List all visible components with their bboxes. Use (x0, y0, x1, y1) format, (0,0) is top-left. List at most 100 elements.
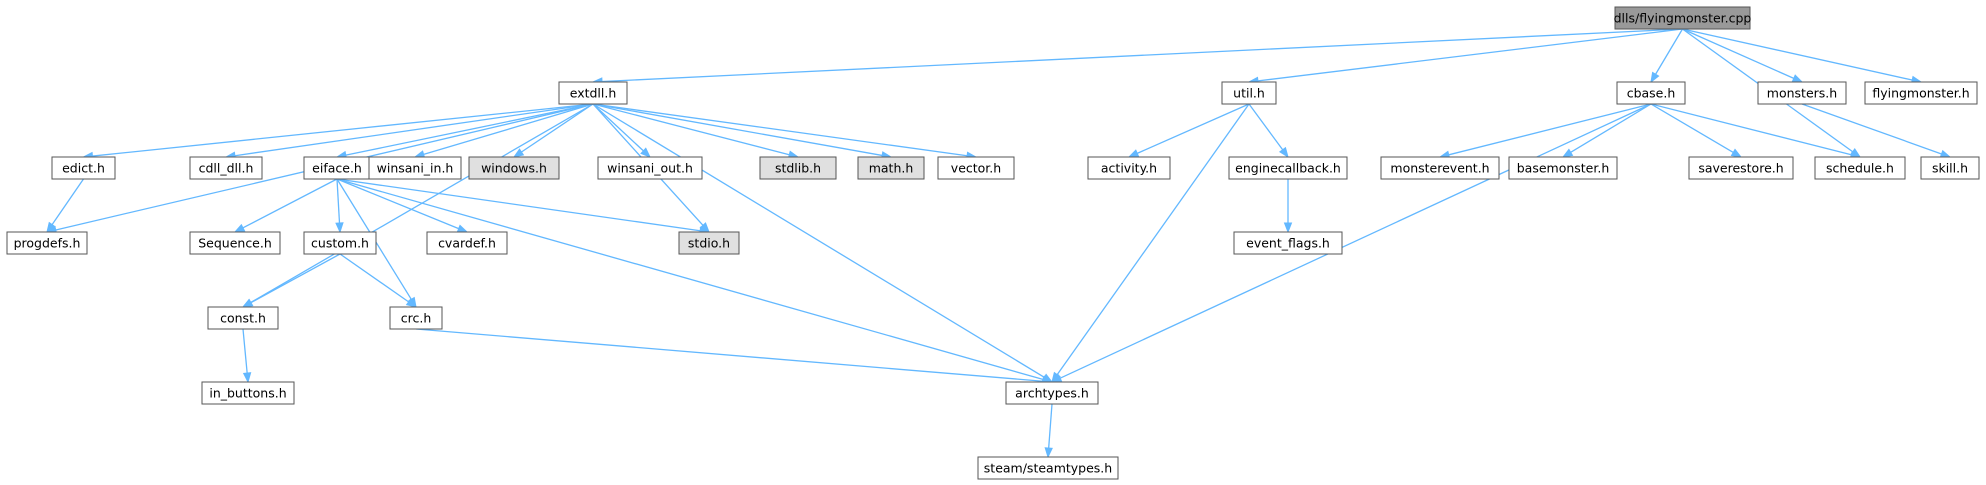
edge-line (592, 103, 1045, 378)
edge-cbase-to-schedule (1650, 103, 1862, 159)
edge-line (1056, 103, 1250, 376)
node-label: cvardef.h (438, 236, 496, 251)
node-label: schedule.h (1826, 161, 1894, 176)
node-winsani-out[interactable]: winsani_out.h (597, 156, 703, 180)
node-label: edict.h (62, 161, 105, 176)
node-in-buttons[interactable]: in_buttons.h (201, 381, 295, 405)
node-label: custom.h (311, 236, 369, 251)
edge-arrowhead (1044, 447, 1053, 459)
node-enginecallback[interactable]: enginecallback.h (1228, 156, 1348, 180)
node-label: vector.h (951, 161, 1001, 176)
node-cvardef[interactable]: cvardef.h (426, 231, 508, 255)
edge-arrowhead (1650, 71, 1660, 84)
edge-line (592, 103, 790, 156)
edge-extdll-to-winsani_out (592, 103, 652, 158)
node-label: in_buttons.h (209, 386, 286, 401)
edge-line (234, 103, 594, 157)
node-sequence[interactable]: Sequence.h (189, 231, 281, 255)
node-label: saverestore.h (1698, 161, 1783, 176)
edge-cbase-to-archtypes (1050, 103, 1652, 383)
node-label: event_flags.h (1246, 236, 1330, 251)
node-box (1814, 156, 1906, 180)
node-label: skill.h (1932, 161, 1968, 176)
node-box (389, 306, 443, 330)
node-skill[interactable]: skill.h (1920, 156, 1980, 180)
edge-crc-to-archtypes (415, 328, 1054, 386)
node-windows: windows.h (468, 156, 560, 180)
node-stdlib: stdlib.h (759, 156, 837, 180)
node-box (1757, 81, 1847, 105)
edge-extdll-to-stdlib (592, 103, 800, 159)
node-box (1087, 156, 1171, 180)
node-monsters[interactable]: monsters.h (1757, 81, 1847, 105)
edge-archtypes-to-steamtypes (1044, 403, 1053, 459)
edge-line (339, 253, 409, 303)
node-cbase[interactable]: cbase.h (1616, 81, 1686, 105)
node-archtypes[interactable]: archtypes.h (1005, 381, 1099, 405)
node-schedule[interactable]: schedule.h (1814, 156, 1906, 180)
node-label: basemonster.h (1517, 161, 1610, 176)
node-box (368, 156, 462, 180)
node-root[interactable]: dlls/flyingmonster.cpp (1614, 6, 1752, 30)
edge-line (51, 178, 85, 225)
node-label: dlls/flyingmonster.cpp (1614, 11, 1752, 26)
edge-root-to-flyingmonster (1682, 28, 1923, 85)
node-extdll[interactable]: extdll.h (558, 81, 628, 105)
edge-line (336, 178, 1044, 381)
edge-root-to-util (1247, 28, 1683, 86)
edge-enginecallback-to-event_flags (1283, 179, 1293, 234)
node-cdll-dll[interactable]: cdll_dll.h (189, 156, 263, 180)
edge-line (250, 253, 341, 304)
edge-line (1448, 103, 1652, 156)
node-saverestore[interactable]: saverestore.h (1688, 156, 1794, 180)
node-crc[interactable]: crc.h (389, 306, 443, 330)
node-event-flags[interactable]: event_flags.h (1233, 231, 1343, 255)
node-monsterevent[interactable]: monsterevent.h (1380, 156, 1500, 180)
node-label: crc.h (401, 311, 432, 326)
node-edict[interactable]: edict.h (51, 156, 116, 180)
node-box (201, 381, 295, 405)
node-label: monsterevent.h (1390, 161, 1489, 176)
node-label: Sequence.h (198, 236, 272, 251)
node-basemonster[interactable]: basemonster.h (1508, 156, 1618, 180)
node-util[interactable]: util.h (1221, 81, 1277, 105)
edge-line (1682, 28, 1913, 81)
node-custom[interactable]: custom.h (303, 231, 377, 255)
node-label: archtypes.h (1015, 386, 1089, 401)
node-box (1688, 156, 1794, 180)
edge-arrowhead (405, 298, 418, 308)
node-label: windows.h (481, 161, 547, 176)
edge-util-to-enginecallback (1248, 103, 1289, 159)
node-box (977, 456, 1119, 480)
edge-arrowhead (1278, 146, 1289, 159)
node-activity[interactable]: activity.h (1087, 156, 1171, 180)
node-steamtypes[interactable]: steam/steamtypes.h (977, 456, 1119, 480)
node-progdefs[interactable]: progdefs.h (6, 231, 88, 255)
node-box (759, 156, 837, 180)
node-box (1616, 81, 1686, 105)
edge-arrowhead (1791, 74, 1804, 83)
node-flyingmonster[interactable]: flyingmonster.h (1864, 81, 1978, 105)
edge-arrowhead (1939, 149, 1952, 158)
node-eiface[interactable]: eiface.h (303, 156, 371, 180)
edge-extdll-to-eiface (335, 103, 594, 160)
edge-arrowhead (640, 147, 652, 158)
edge-line (1650, 103, 1852, 156)
node-box (1233, 231, 1343, 255)
node-label: flyingmonster.h (1872, 86, 1969, 101)
edge-line (601, 28, 1683, 83)
edge-line (423, 103, 594, 156)
edge-line (1650, 103, 1734, 153)
node-box (6, 231, 88, 255)
node-vector[interactable]: vector.h (937, 156, 1015, 180)
edge-line (1570, 103, 1652, 153)
node-label: winsani_out.h (607, 161, 693, 176)
edge-extdll-to-archtypes (592, 103, 1054, 383)
node-winsani-in[interactable]: winsani_in.h (368, 156, 462, 180)
node-box (468, 156, 560, 180)
edge-arrowhead (242, 372, 252, 384)
edge-arrowhead (233, 223, 246, 233)
node-const[interactable]: const.h (207, 306, 279, 330)
edge-line (1136, 103, 1250, 154)
